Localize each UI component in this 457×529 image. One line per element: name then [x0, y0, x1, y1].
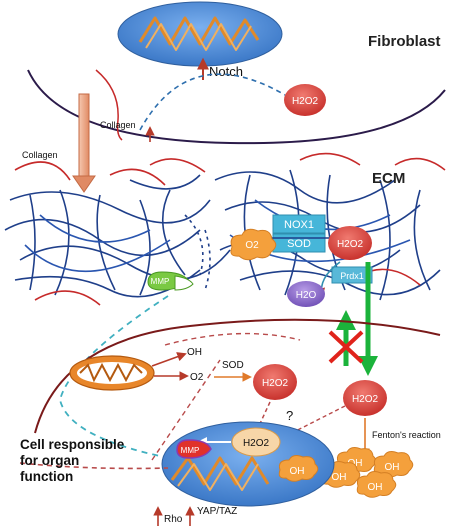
- fibroblast-membrane: [27, 69, 446, 145]
- svg-text:H2O2: H2O2: [352, 394, 379, 405]
- cell-membrane: [34, 318, 441, 434]
- o2-mito-label: O2: [190, 372, 204, 383]
- svg-text:SOD: SOD: [287, 238, 311, 250]
- svg-text:H2O2: H2O2: [292, 96, 319, 107]
- collagen-secretion-arrow: [72, 93, 96, 193]
- ecm-fibers-right: [204, 152, 446, 301]
- cell-caption: Cell responsible for organ function: [20, 437, 125, 484]
- yap-taz-label: YAP/TAZ: [197, 506, 237, 517]
- oh-nucleus: OH: [278, 455, 319, 482]
- h2o2-cell: H2O2: [253, 364, 297, 400]
- svg-text:MMP: MMP: [151, 277, 170, 286]
- blocked-x: [328, 330, 364, 364]
- svg-text:Prdx1: Prdx1: [340, 271, 364, 281]
- svg-text:O2: O2: [245, 240, 259, 251]
- mmp-nucleus: MMP: [176, 439, 212, 459]
- question-mark: ?: [286, 408, 293, 423]
- rho-label: Rho: [164, 514, 183, 525]
- fibroblast-nucleus: [117, 1, 283, 67]
- svg-text:OH: OH: [348, 458, 363, 469]
- nox1-box: NOX1: [272, 214, 326, 234]
- oh-mito-label: OH: [187, 347, 202, 358]
- fibroblast-label: Fibroblast: [368, 33, 441, 50]
- h2o-ecm: H2O: [287, 281, 325, 307]
- collagen-label: Collagen: [22, 150, 58, 160]
- oh-clouds: OH OH OH OH: [320, 447, 414, 498]
- ecm-fibers-left: [4, 158, 231, 306]
- green-arrows: [336, 262, 378, 376]
- sod-ecm-box: SOD: [272, 233, 326, 253]
- teal-dashed-link: [59, 295, 181, 461]
- h2o2-ecm: H2O2: [328, 226, 372, 260]
- red-dashed-link: [19, 462, 169, 470]
- notch-dashed-link: [139, 73, 286, 131]
- mmp-ecm: MMP: [147, 271, 194, 291]
- fenton-label: Fenton's reaction: [372, 430, 441, 440]
- ecm-label: ECM: [372, 170, 405, 187]
- o2-superoxide-ecm: O2: [230, 228, 277, 261]
- svg-text:OH: OH: [385, 462, 400, 473]
- svg-text:MMP: MMP: [181, 446, 200, 455]
- prdx1-box: Prdx1: [331, 266, 373, 284]
- h2o2-nucleus: H2O2: [231, 427, 281, 457]
- h2o2-fibroblast: H2O2: [284, 84, 326, 116]
- svg-text:H2O: H2O: [296, 290, 317, 301]
- h2o2-fenton: H2O2: [343, 380, 387, 416]
- svg-text:OH: OH: [332, 472, 347, 483]
- svg-text:H2O2: H2O2: [262, 378, 289, 389]
- svg-text:H2O2: H2O2: [337, 239, 364, 250]
- svg-text:OH: OH: [368, 482, 383, 493]
- mitochondrion: [69, 355, 155, 391]
- svg-text:OH: OH: [290, 466, 305, 477]
- svg-text:NOX1: NOX1: [284, 219, 314, 231]
- svg-text:H2O2: H2O2: [243, 438, 270, 449]
- collagen-small-label: Collagen: [100, 120, 136, 130]
- sod-cell-label: SOD: [222, 360, 244, 371]
